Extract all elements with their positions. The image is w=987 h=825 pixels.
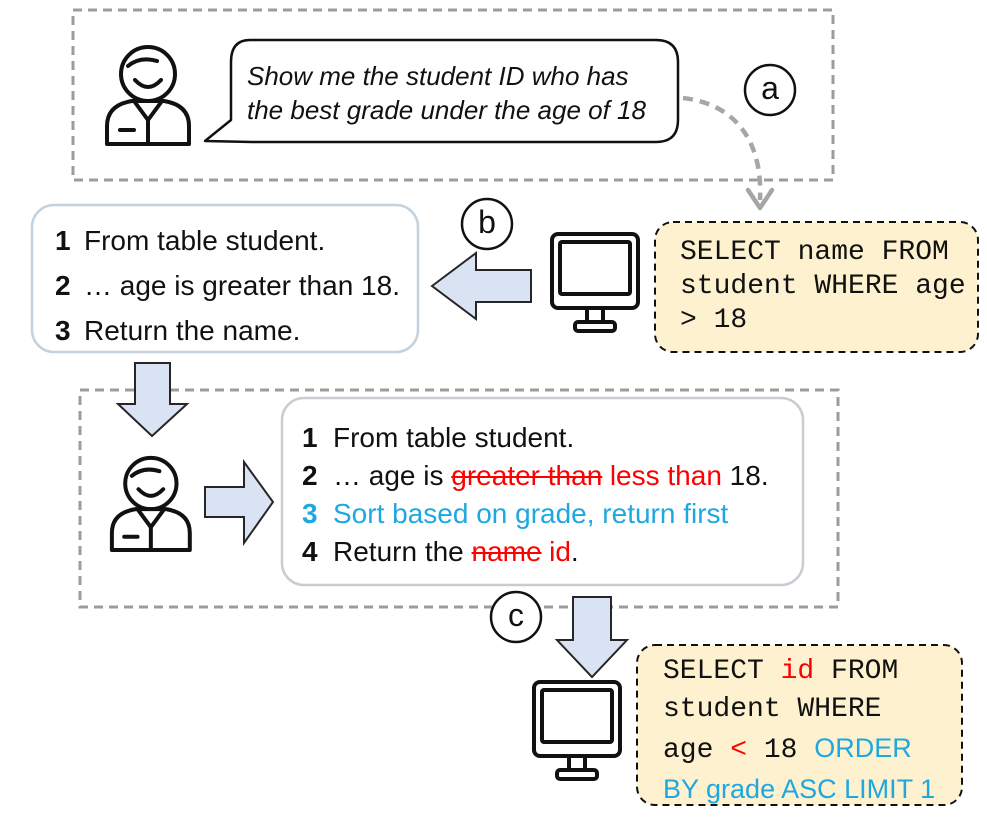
sql-text: age (663, 735, 731, 766)
step-number: 1 (302, 422, 318, 453)
step-text: From table student. (333, 422, 575, 453)
user-icon (105, 45, 191, 146)
step-text: … age is (333, 460, 452, 491)
user-head (123, 455, 179, 512)
initial-explanation-box (30, 203, 420, 354)
user-hair (129, 467, 162, 478)
user-head (119, 45, 177, 103)
step-marker-a: a (743, 63, 797, 117)
arrow-down (554, 596, 630, 679)
edited-explanation: 1 From table student. 2 … age is greater… (302, 419, 769, 571)
step-marker-label: c (508, 597, 524, 633)
sql-line: student WHERE (663, 691, 935, 729)
monitor-base (573, 320, 617, 333)
sql-line: age < 18 ORDER (663, 729, 935, 770)
user-smile (136, 487, 166, 498)
explanation-step: 2 … age is greater than less than 18. (302, 457, 769, 495)
deleted-text: greater than (451, 460, 603, 491)
deleted-text: name (471, 536, 542, 567)
step-number: 3 (55, 315, 71, 346)
sql-text: SELECT (663, 656, 781, 687)
arrow-left (430, 251, 532, 321)
step-text: . (570, 536, 579, 567)
step-number: 3 (302, 498, 318, 529)
sql-text: FROM (814, 656, 899, 687)
sql-edited-token: id (780, 656, 815, 687)
inserted-text: less than (609, 460, 722, 491)
sql-text: > 18 (680, 305, 748, 336)
speech-bubble (203, 38, 680, 144)
step-number: 2 (55, 270, 71, 301)
step-marker-circle (489, 590, 543, 644)
step-marker-circle (460, 197, 514, 251)
monitor-base (555, 768, 599, 781)
explanation-step: 1 From table student. (302, 419, 769, 457)
user-smile (133, 78, 163, 89)
step-number: 1 (55, 225, 71, 256)
step-text: From table student. (84, 225, 326, 256)
monitor-neck (567, 754, 587, 772)
step-text: 18. (721, 460, 769, 491)
initial-explanation: 1 From table student. 2 … age is greater… (55, 218, 400, 353)
step-number: 4 (302, 536, 318, 567)
explanation-step: 1 From table student. (55, 218, 400, 263)
user-hair (126, 57, 159, 68)
sql-text: student WHERE (663, 694, 882, 725)
sql-text: 18 (747, 735, 815, 766)
sql-added-text: ORDER (814, 733, 912, 763)
user-question: Show me the student ID who has the best … (247, 59, 646, 127)
edited-explanation-box (280, 396, 805, 587)
step-text: … age is greater than 18. (84, 270, 400, 301)
arrow-right (204, 458, 275, 547)
step-marker-b: b (460, 197, 514, 251)
sql-line: > 18 (680, 304, 966, 338)
step-number: 2 (302, 460, 318, 491)
sql-line: BY grade ASC LIMIT 1 (663, 770, 935, 808)
step-text: Return the (333, 536, 472, 567)
monitor-screen (558, 240, 632, 296)
added-explanation-step: 3 Sort based on grade, return first (302, 495, 769, 533)
arrow-down (115, 362, 190, 438)
user-question-line: Show me the student ID who has (247, 61, 629, 91)
monitor-frame (550, 232, 640, 310)
feedback-arrow (682, 95, 763, 201)
monitor-icon (550, 232, 640, 333)
initial-sql: SELECT name FROM student WHERE age > 18 (680, 236, 966, 338)
sql-line: student WHERE age (680, 270, 966, 304)
corrected-sql-box (636, 644, 963, 806)
corrected-sql: SELECT id FROM student WHERE age < 18 OR… (663, 653, 935, 808)
monitor-frame (532, 680, 622, 758)
step-text: Return the name. (84, 315, 301, 346)
user-query-frame (71, 8, 835, 182)
monitor-neck (585, 306, 605, 324)
step-marker-label: b (478, 204, 496, 240)
explanation-step: 2 … age is greater than 18. (55, 263, 400, 308)
sql-line: SELECT name FROM (680, 236, 966, 270)
user-icon (109, 455, 192, 552)
step-marker-circle (743, 63, 797, 117)
sql-text: student WHERE age (680, 271, 966, 302)
monitor-screen (540, 688, 614, 744)
user-edit-frame (78, 388, 840, 609)
monitor-icon (532, 680, 622, 781)
feedback-arrow-head (745, 187, 775, 211)
explanation-step: 3 Return the name. (55, 308, 400, 353)
sql-added-text: BY grade ASC LIMIT 1 (663, 774, 936, 804)
sql-text: SELECT name FROM (680, 237, 949, 268)
step-text: Sort based on grade, return first (333, 498, 729, 529)
explanation-step: 4 Return the name id . (302, 533, 769, 571)
user-question-line: the best grade under the age of 18 (247, 95, 646, 125)
sql-edited-token: < (730, 735, 748, 766)
inserted-text: id (549, 536, 571, 567)
sql-line: SELECT id FROM (663, 653, 935, 691)
step-marker-c: c (489, 590, 543, 644)
initial-sql-box (654, 221, 979, 353)
step-marker-label: a (761, 70, 779, 106)
